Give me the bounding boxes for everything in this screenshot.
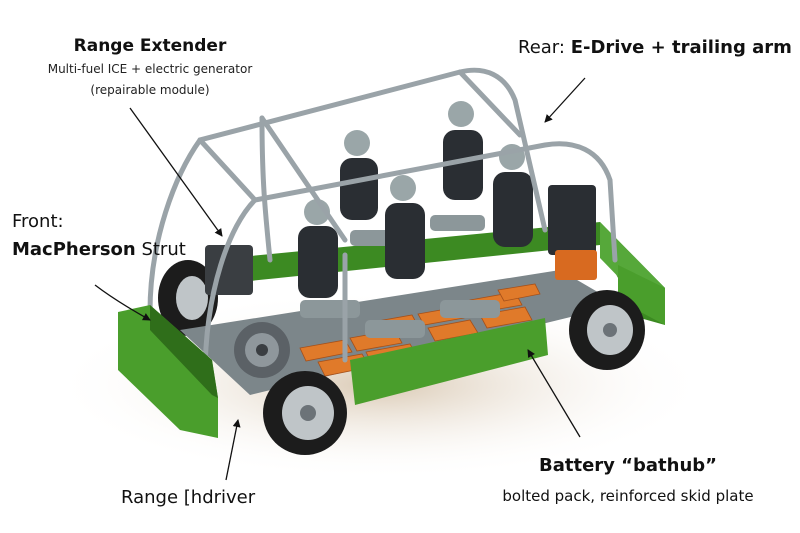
leader-arrow-range-extender	[129, 107, 223, 237]
range-driver-label: Range [hdriver	[121, 487, 256, 508]
mannequins	[298, 101, 533, 298]
leader-arrow-rear	[544, 77, 586, 123]
leader-arrow-front	[94, 284, 151, 321]
battery-label-title: Battery “bathub”	[539, 455, 717, 476]
front-label-line1: Front:	[12, 211, 64, 232]
leader-arrow-range-driver	[225, 419, 241, 481]
battery-label: Battery “bathub” bolted pack, reinforced…	[478, 455, 778, 505]
wheel-rear-near	[569, 290, 645, 370]
rear-label-prefix: Rear:	[518, 37, 571, 58]
rear-label: Rear: E-Drive + trailing arm	[518, 37, 792, 59]
wheel-front-near	[263, 371, 347, 455]
range-extender-line2: (repairable module)	[90, 82, 210, 97]
battery-label-subtitle: bolted pack, reinforced skid plate	[502, 486, 754, 505]
range-extender-line1: Multi-fuel ICE + electric generator	[47, 62, 253, 77]
mannequin-icon	[385, 175, 425, 279]
range-extender-title: Range Extender	[73, 36, 227, 56]
leader-arrows	[94, 77, 586, 481]
front-label-suffix: Strut	[141, 238, 186, 260]
front-label: Front: MacPherson Strut	[12, 211, 186, 266]
wheel-rear-left	[158, 260, 218, 336]
front-label-bold: MacPherson	[12, 238, 136, 260]
mannequin-icon	[340, 130, 378, 220]
rear-drive-module	[548, 185, 597, 280]
mannequin-icon	[298, 199, 338, 298]
front-bumper	[118, 305, 218, 438]
mannequin-icon	[443, 101, 483, 200]
rear-label-bold: E-Drive + trailing arm	[570, 37, 792, 58]
leader-arrow-battery	[527, 349, 581, 438]
roll-cage	[147, 67, 618, 381]
near-side-rail	[350, 318, 548, 405]
range-extender-label: Range Extender Multi-fuel ICE + electric…	[0, 36, 300, 97]
